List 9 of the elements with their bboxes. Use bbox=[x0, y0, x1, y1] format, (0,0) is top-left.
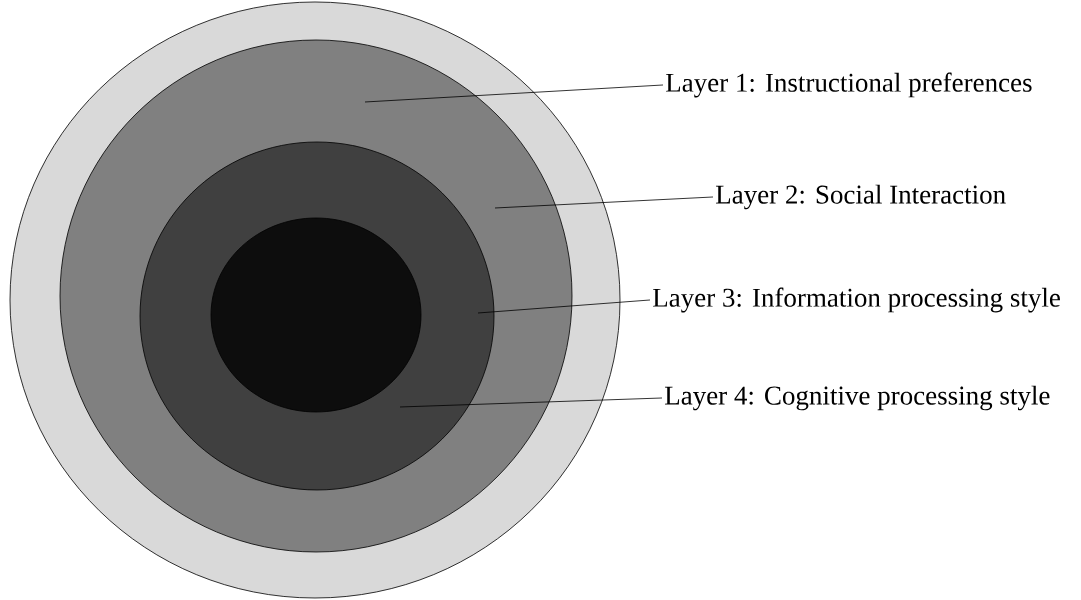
leader-line bbox=[494, 196, 714, 209]
layer-label: Layer 3: Information processing style bbox=[653, 287, 1060, 313]
layer-label: Layer 4: Cognitive processing style bbox=[665, 385, 1050, 411]
layer-label: Layer 2: Social Interaction bbox=[716, 184, 1006, 210]
layer-ellipse bbox=[210, 217, 422, 413]
leader-line bbox=[364, 84, 664, 103]
leader-line bbox=[399, 397, 663, 408]
layer-label: Layer 1: Instructional preferences bbox=[666, 72, 1032, 98]
leader-line bbox=[477, 299, 651, 314]
